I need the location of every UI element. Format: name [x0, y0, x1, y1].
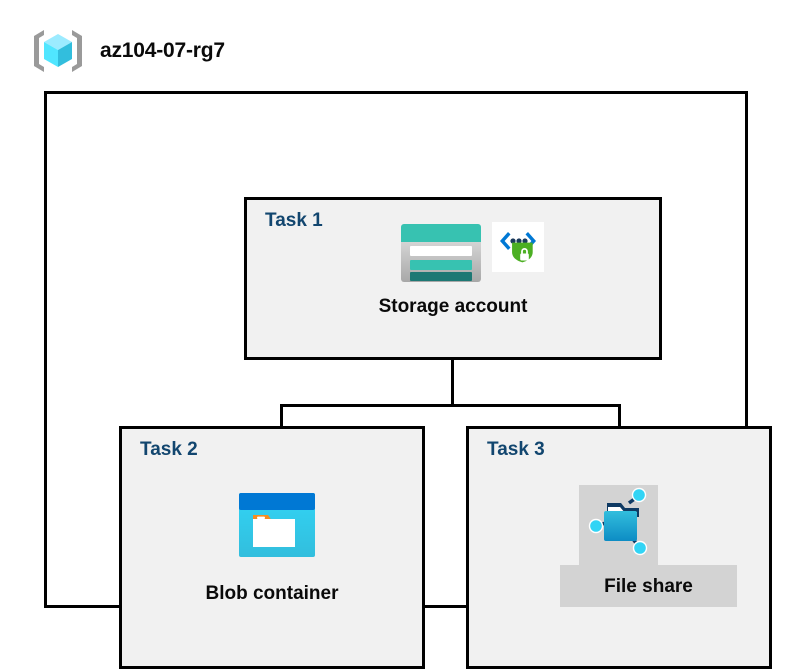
task-1-label: Task 1	[265, 210, 323, 231]
connector-horizontal-bus	[280, 404, 621, 407]
task-3-label: Task 3	[487, 439, 545, 460]
task-1-container[interactable]: Task 1	[244, 197, 662, 360]
task-2-container[interactable]: Task 2 Blob container	[119, 426, 425, 669]
security-shield-icon	[492, 222, 544, 277]
resource-group-boundary: Task 1	[44, 91, 772, 669]
file-share-icon	[587, 487, 651, 562]
resource-group-header: az104-07-rg7	[30, 26, 225, 76]
storage-account-label: Storage account	[378, 296, 528, 317]
task-3-container[interactable]: Task 3	[466, 426, 772, 669]
resource-group-icon	[30, 26, 86, 76]
blob-container-label: Blob container	[205, 583, 339, 604]
file-share-label-backdrop	[560, 565, 737, 607]
resource-group-name: az104-07-rg7	[100, 39, 225, 62]
connector-storage-to-bus	[451, 360, 454, 406]
task-2-label: Task 2	[140, 439, 198, 460]
task-1-icon-group	[399, 222, 544, 289]
storage-account-icon	[399, 222, 483, 289]
file-share-label: File share	[604, 576, 693, 597]
blob-container-icon	[237, 491, 317, 561]
